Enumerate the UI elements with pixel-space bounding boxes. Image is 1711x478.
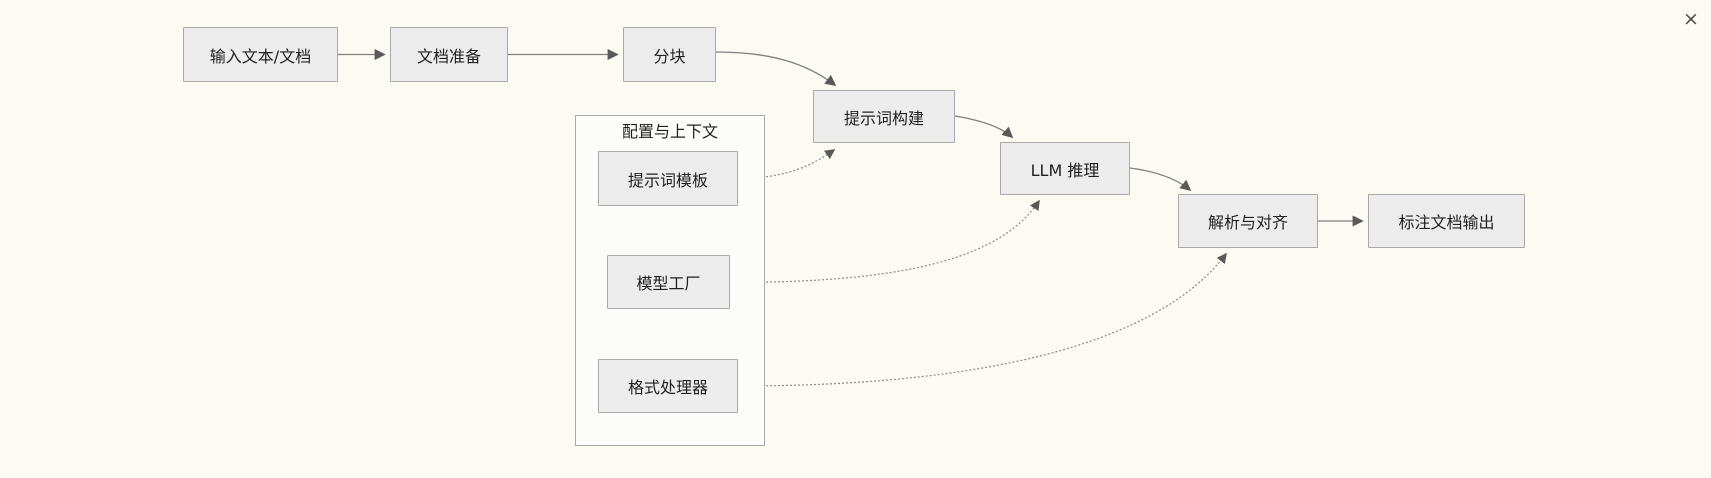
node-llm-inference-label: LLM 推理 [1030,160,1100,180]
node-model-factory: 模型工厂 [607,255,730,309]
node-model-factory-label: 模型工厂 [636,274,701,293]
node-llm-inference: LLM 推理 [1000,142,1130,195]
node-input-text-document: 输入文本/文档 [183,27,338,82]
node-format-processor: 格式处理器 [598,359,738,413]
node-input-text-document-label: 输入文本/文档 [209,46,312,66]
node-chunking-label: 分块 [653,46,686,66]
node-document-preparation-label: 文档准备 [416,46,481,66]
node-annotated-document-output: 标注文档输出 [1368,194,1525,248]
node-parse-and-align-label: 解析与对齐 [1207,213,1288,232]
edge-format-processor-to-parse-align [737,252,1227,387]
edge-chunking-to-prompt-build [715,51,837,87]
node-document-preparation: 文档准备 [390,27,508,82]
config-group-title: 配置与上下文 [621,122,718,141]
edge-llm-to-parse-align [1129,167,1192,192]
node-prompt-template: 提示词模板 [598,151,738,206]
close-icon[interactable]: × [1678,6,1704,32]
node-prompt-construction-label: 提示词构建 [843,108,924,128]
edge-prompt-build-to-llm [954,115,1014,139]
node-chunking: 分块 [623,27,716,82]
node-format-processor-label: 格式处理器 [627,378,708,397]
node-annotated-document-output-label: 标注文档输出 [1398,213,1495,232]
node-prompt-construction: 提示词构建 [813,90,955,143]
node-parse-and-align: 解析与对齐 [1178,194,1318,248]
node-prompt-template-label: 提示词模板 [627,170,708,190]
edge-model-factory-to-llm [729,199,1040,284]
